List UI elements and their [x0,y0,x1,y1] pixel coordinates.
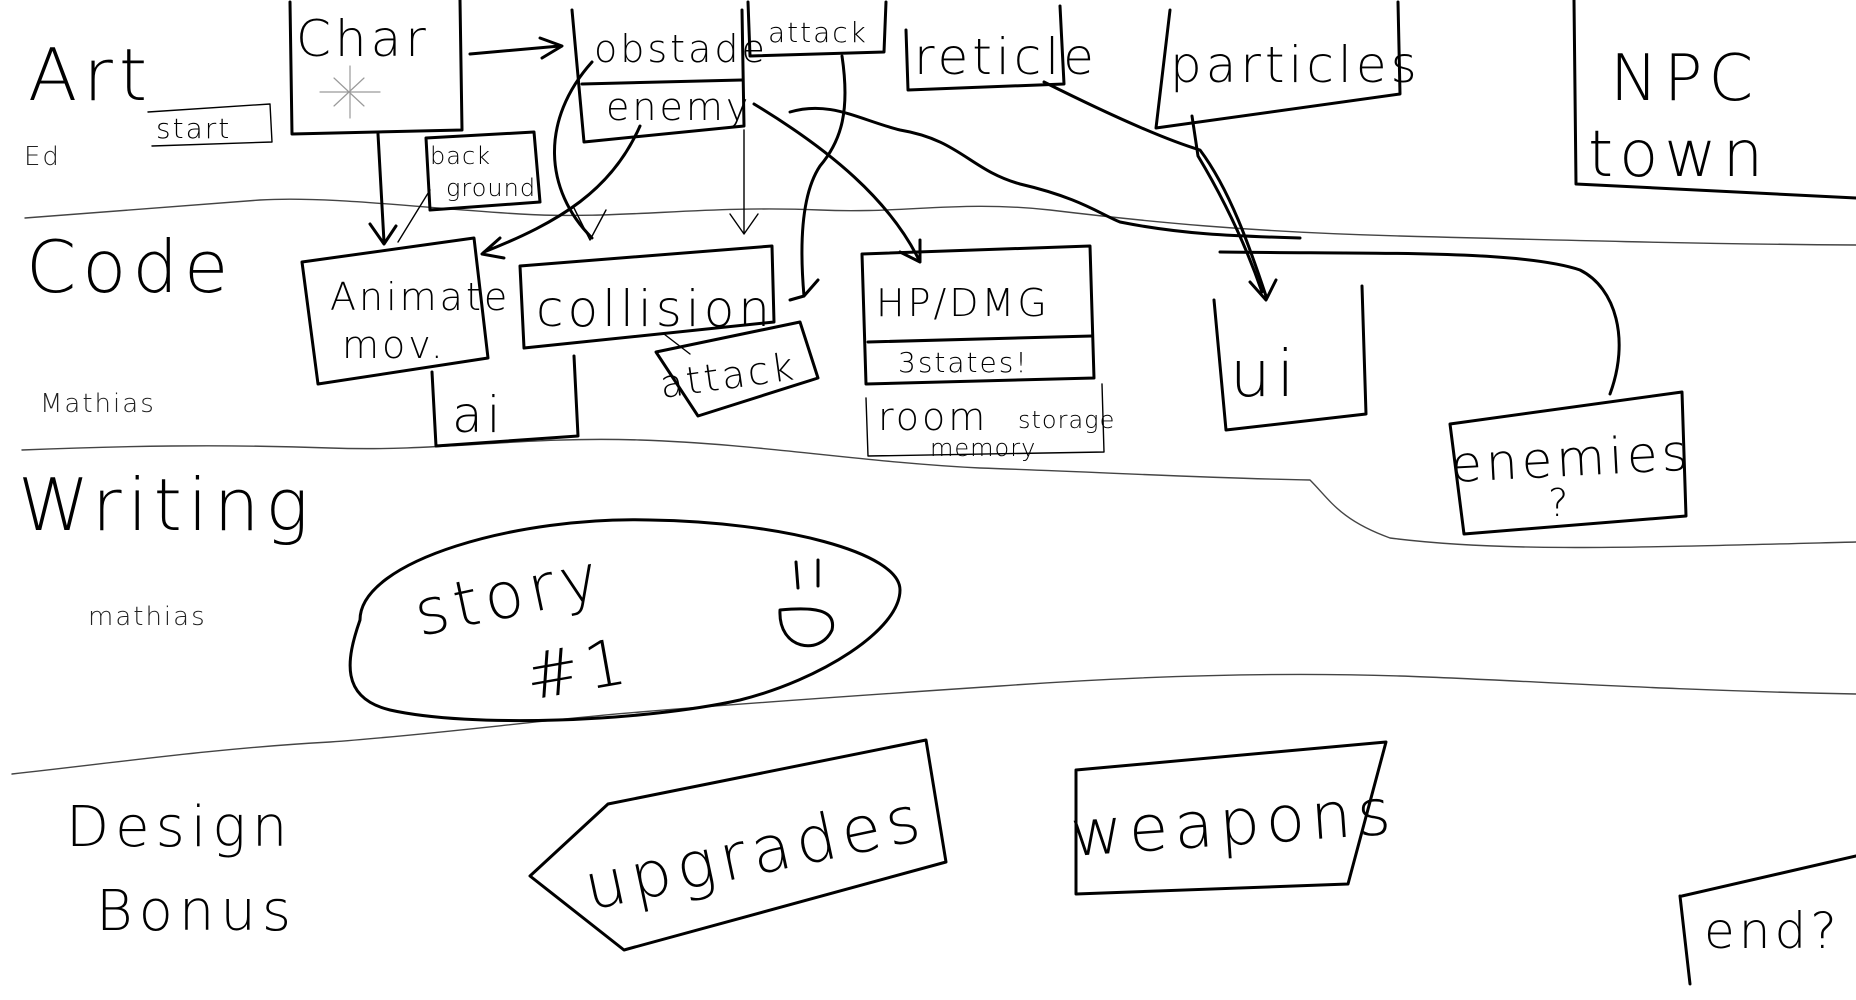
node-background-label-2: ground [446,174,536,202]
node-npc-label: NPC [1610,42,1759,116]
node-room-storage-memory: room storage memory [865,383,1115,462]
node-enemy-label: enemy [606,85,751,129]
node-story: story #1 [348,518,902,723]
node-particles-label: particles [1170,36,1421,94]
node-ui: ui [1212,284,1368,432]
smiley-face-doodle [778,558,835,648]
node-char-label: Char [296,10,430,68]
arrow-obstacle-to-collision-2 [573,207,607,241]
lane-owner-art: Ed [24,142,61,172]
arrow-obstacle-to-animate [480,124,642,260]
node-enemies: enemies ? [1448,390,1693,536]
node-collision: collision [518,244,776,350]
lane-title-art: Art [28,33,153,117]
lane-divider-code-writing [21,438,1856,549]
lane-owner-code: Mathias [40,389,156,419]
node-weapons-label: weapons [1068,775,1399,872]
node-char: Char [288,0,464,136]
lane-owner-writing: mathias [88,602,207,632]
lane-divider-art-code [24,198,1856,246]
arrow-particles-to-ui [1190,114,1264,294]
node-attack-art-label: attack [768,16,868,49]
node-obstacle-enemy: obstade enemy [570,8,768,144]
node-town-label: town [1588,118,1769,192]
lane-title-code: Code [26,225,234,309]
node-enemies-question: ? [1548,481,1571,525]
node-animate-label-1: Animate [330,275,510,319]
node-animate-label-2: mov. [342,323,446,367]
node-weapons: weapons [1068,740,1399,896]
node-room-label: room [878,395,988,439]
node-story-label-2: #1 [520,624,638,715]
node-reticle: reticle [904,4,1098,92]
arrow-enemy-to-hpdmg [752,102,922,264]
lane-title-bonus: Bonus [96,879,297,944]
arrow-char-to-obstacle [468,36,564,60]
node-start-label: start [156,112,231,145]
node-states-label: 3states! [898,346,1029,379]
arrow-char-to-animate [368,132,398,246]
node-animate-movement: Animate mov. [300,236,510,386]
node-attack-art: attack [746,0,888,58]
node-hp-dmg: HP/DMG 3states! [860,244,1096,386]
node-upgrades: upgrades [528,738,948,952]
node-particles: particles [1154,0,1421,130]
node-reticle-label: reticle [914,28,1098,86]
node-ai-label: ai [452,386,505,444]
connector-enemy-loop [788,106,1302,240]
node-hp-dmg-label: HP/DMG [876,281,1050,325]
node-upgrades-label: upgrades [578,781,932,925]
node-end: end? [1678,854,1856,986]
node-ai: ai [430,354,580,448]
connector-collision-to-attack [663,333,691,355]
dependency-arrows [368,36,1621,396]
node-background-label-1: back [430,142,491,170]
lane-title-writing: Writing [18,463,315,547]
arrow-obstacle-to-collision [553,60,594,240]
arrow-enemy-to-collision [729,129,759,235]
lane-title-design: Design [66,795,293,860]
node-memory-label: memory [930,434,1036,462]
node-npc-town: NPC town [1572,0,1856,200]
node-background: back ground [424,130,542,212]
connector-enemies-to-art [1218,250,1621,396]
node-end-label: end? [1704,902,1841,960]
node-storage-label: storage [1018,406,1115,434]
arrow-reticle-to-ui [1042,80,1278,302]
lane-divider-writing-design [11,673,1856,775]
node-collision-label: collision [536,280,774,338]
node-enemies-label: enemies [1450,423,1693,494]
arrow-background-to-animate [397,189,431,243]
node-ui-label: ui [1230,338,1300,412]
node-start: start [147,103,273,147]
arrow-attack-to-collision [788,54,847,302]
node-obstacle-label: obstade [594,27,768,71]
node-attack-code-label: attack [657,344,799,407]
